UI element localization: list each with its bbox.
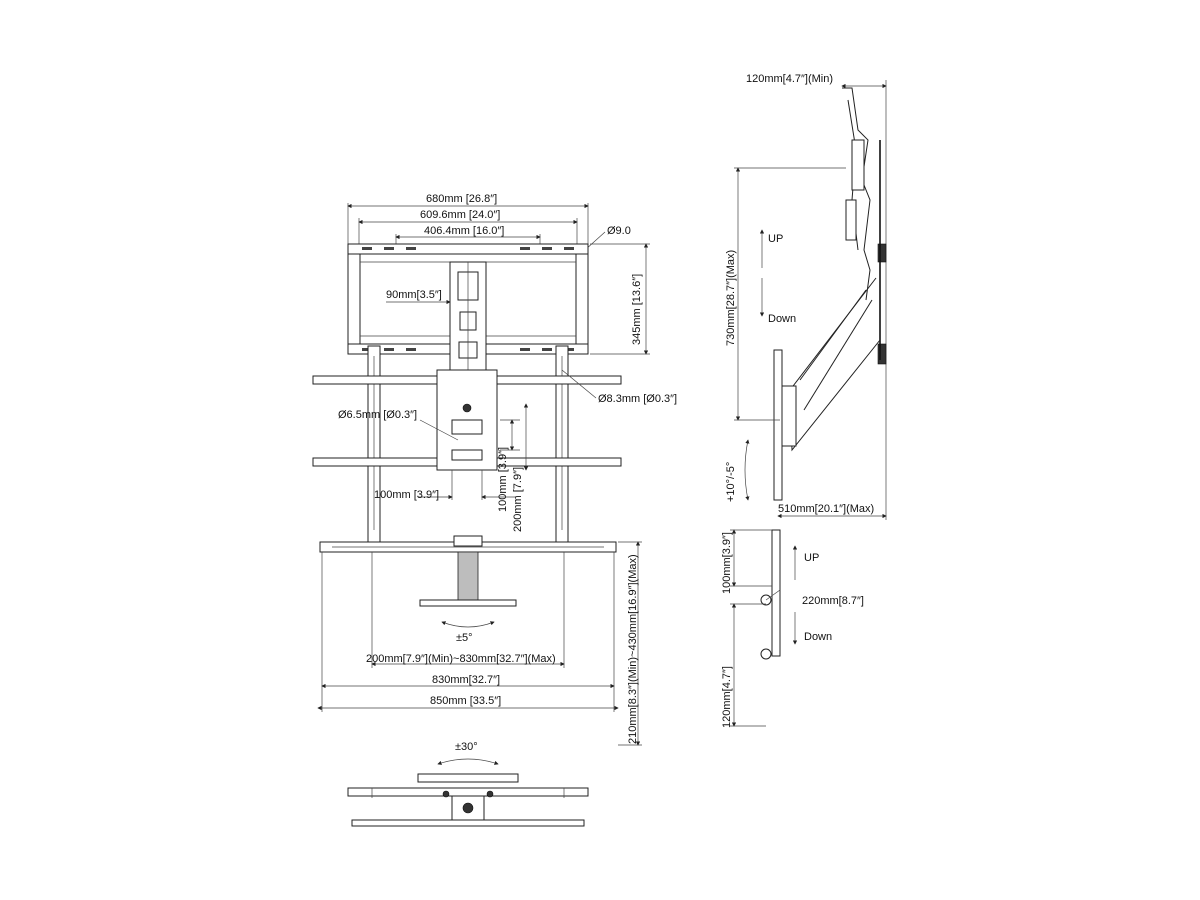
lower-bracket [760,529,781,660]
height-345-label: 345mm [13.6″] [631,274,643,345]
top-view: ±30° [347,741,589,827]
up-label: UP [768,233,783,245]
upper-mount-outline [842,87,887,365]
center-plate [436,369,498,471]
height-210-430-label: 210mm[8.3″](Min)~430mm[16.9″](Max) [627,554,639,744]
up-label-2: UP [804,552,819,564]
h-100-label: 100mm [3.9″] [497,447,509,512]
offset-90-label: 90mm[3.5″] [386,289,442,301]
width-850-label: 850mm [33.5″] [430,695,501,707]
bottom-shelf [319,535,617,607]
width-406-label: 406.4mm [16.0″] [424,225,504,237]
tilt-5-label: ±5° [456,632,473,644]
w-100-label: 100mm [3.9″] [374,489,439,501]
h-200-label: 200mm [7.9″] [512,467,524,532]
hole-65-label: Ø6.5mm [Ø0.3″] [338,409,417,421]
hole-9-label: Ø9.0 [607,225,631,237]
extended-arm [773,277,881,501]
vertical-arms [367,345,569,543]
width-830-label: 830mm[32.7″] [432,674,500,686]
height-730-label: 730mm[28.7″](Max) [725,250,737,346]
travel-220-label: 220mm[8.7″] [802,595,864,607]
hole-83-label: Ø8.3mm [Ø0.3″] [598,393,677,405]
front-top-dimensions [347,203,589,245]
depth-510-label: 510mm[20.1″](Max) [778,503,874,515]
h-120-side-label: 120mm[4.7″] [721,666,733,728]
down-label: Down [768,313,796,325]
swivel-30-label: ±30° [455,741,478,753]
tilt-10-5-label: +10°/-5° [725,462,737,502]
down-label-2: Down [804,631,832,643]
depth-120-min-label: 120mm[4.7″](Min) [746,73,833,85]
h-100-side-label: 100mm[3.9″] [721,532,733,594]
front-view: 680mm [26.8″] 609.6mm [24.0″] 406.4mm [1… [312,193,677,746]
width-609-label: 609.6mm [24.0″] [420,209,500,221]
side-view: 120mm[4.7″](Min) 730mm[28.7″](Max) [721,73,887,728]
range-200-830-label: 200mm[7.9″](Min)~830mm[32.7″](Max) [366,653,556,665]
central-column [449,261,487,375]
width-680-label: 680mm [26.8″] [426,193,497,205]
